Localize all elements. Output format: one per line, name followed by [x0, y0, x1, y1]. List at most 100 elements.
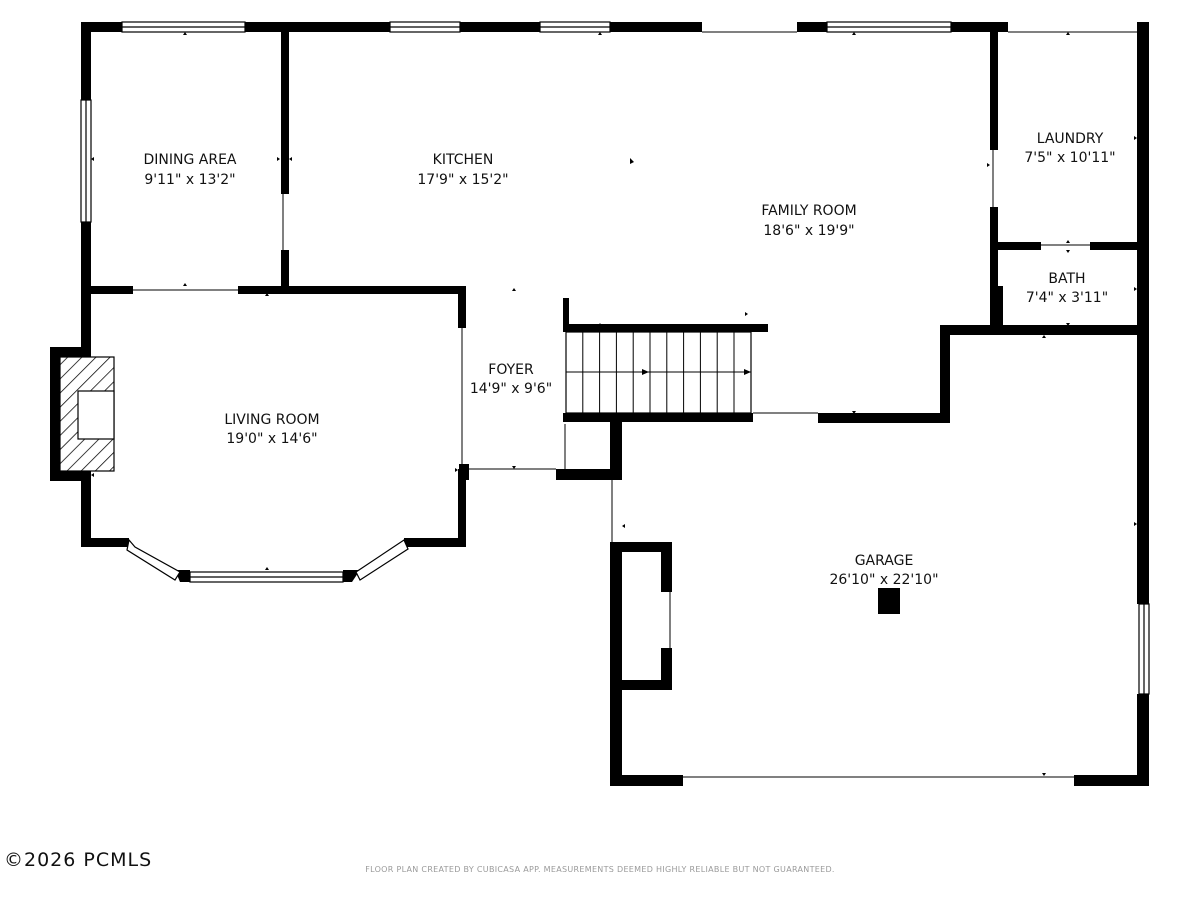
room-labels: DINING AREA 9'11" x 13'2" KITCHEN 17'9" …: [143, 131, 1115, 588]
wall-living-right-2: [458, 469, 466, 547]
room-name-bath: BATH: [1048, 271, 1085, 287]
wall-dining-living-2: [238, 286, 466, 294]
marker: [91, 157, 94, 161]
fireplace: [59, 356, 115, 472]
marker: [1042, 773, 1046, 776]
copyright-text: ©2026 PCMLS: [4, 849, 152, 871]
room-name-foyer: FOYER: [488, 362, 534, 378]
wall-fireplace-top: [50, 347, 91, 357]
marker: [1066, 323, 1070, 326]
wall-top-3: [460, 22, 540, 32]
marker: [265, 567, 269, 570]
wall-closet-right: [610, 418, 622, 480]
room-name-living-room: LIVING ROOM: [224, 412, 319, 428]
marker: [512, 466, 516, 469]
marker: [91, 473, 94, 477]
wall-garage-bottom-left: [610, 775, 683, 786]
marker: [183, 283, 187, 286]
wall-living-left-lower: [81, 471, 91, 547]
marker: [1066, 250, 1070, 253]
openings: [133, 31, 1137, 778]
room-name-dining-area: DINING AREA: [143, 152, 236, 168]
windows: [80, 21, 1150, 695]
wall-family-garage: [818, 413, 950, 423]
marker: [1134, 136, 1137, 140]
wall-nook-right-1: [661, 542, 672, 592]
marker: [455, 468, 458, 472]
garage-column: [878, 588, 900, 614]
wall-living-bottom-right: [404, 538, 466, 547]
marker: [1042, 335, 1046, 338]
wall-stair-left: [563, 298, 569, 330]
wall-stair-bottom: [563, 413, 753, 422]
wall-living-right-1: [458, 286, 466, 328]
wall-nook-top: [610, 542, 672, 552]
staircase: [565, 331, 752, 414]
marker: [987, 163, 990, 167]
wall-nook-right-2: [661, 648, 672, 690]
bay-corner-right: [343, 570, 360, 582]
window-living-bay-left: [126, 538, 181, 581]
wall-left-dining-1: [81, 22, 91, 100]
wall-right-exterior: [1137, 22, 1149, 334]
room-name-family-room: FAMILY ROOM: [761, 203, 856, 219]
marker: [277, 157, 280, 161]
marker: [622, 524, 625, 528]
wall-dining-kitchen-2: [281, 250, 289, 292]
wall-living-bottom-left: [81, 538, 129, 547]
window-living-bay-right: [355, 539, 409, 581]
room-name-garage: GARAGE: [855, 553, 914, 569]
wall-laundry-bath-2: [1090, 242, 1149, 250]
wall-foyer-post: [459, 464, 469, 480]
wall-garage-top: [940, 325, 1149, 335]
wall-garage-step: [940, 325, 950, 423]
marker: [598, 32, 602, 35]
marker: [852, 411, 856, 414]
wall-garage-left-lower: [610, 542, 622, 786]
marker: [265, 293, 269, 296]
fireplace-firebox: [77, 390, 115, 440]
marker: [852, 32, 856, 35]
marker: [183, 32, 187, 35]
wall-closet-bottom: [556, 469, 622, 480]
wall-fireplace-left: [50, 347, 60, 481]
wall-laundry-left-1: [990, 22, 998, 150]
stair-arrow-1: [642, 369, 649, 375]
marker: [1066, 32, 1070, 35]
wall-nook-bottom: [610, 680, 672, 690]
wall-garage-bottom-right: [1074, 775, 1149, 786]
marker: [289, 157, 292, 161]
wall-garage-right-1: [1137, 330, 1149, 604]
marker: [1134, 287, 1137, 291]
markers: [91, 32, 1137, 776]
marker: [630, 158, 634, 164]
wall-dining-living-1: [81, 286, 133, 294]
wall-laundry-left-2: [990, 207, 998, 327]
wall-top-5: [797, 22, 827, 32]
wall-laundry-bath-1: [990, 242, 1041, 250]
room-dims-kitchen: 17'9" x 15'2": [417, 172, 508, 188]
marker: [598, 323, 602, 326]
wall-bath-left-post: [995, 286, 1003, 326]
walls: [50, 22, 1149, 786]
room-dims-living-room: 19'0" x 14'6": [226, 431, 317, 447]
marker: [462, 313, 465, 317]
marker: [1134, 522, 1137, 526]
room-dims-garage: 26'10" x 22'10": [829, 572, 938, 588]
wall-stair-top: [563, 324, 768, 332]
room-dims-foyer: 14'9" x 9'6": [470, 381, 552, 397]
room-name-laundry: LAUNDRY: [1037, 131, 1104, 147]
room-dims-dining-area: 9'11" x 13'2": [144, 172, 235, 188]
marker: [997, 287, 1000, 291]
marker: [1066, 240, 1070, 243]
wall-top-2: [245, 22, 390, 32]
stair-arrow-2: [744, 369, 751, 375]
marker: [994, 136, 997, 140]
room-dims-laundry: 7'5" x 10'11": [1024, 150, 1115, 166]
marker: [512, 288, 516, 291]
marker: [745, 312, 748, 316]
wall-fireplace-bottom: [50, 471, 91, 481]
disclaimer-text: FLOOR PLAN CREATED BY CUBICASA APP. MEAS…: [365, 865, 835, 874]
room-dims-family-room: 18'6" x 19'9": [763, 223, 854, 239]
